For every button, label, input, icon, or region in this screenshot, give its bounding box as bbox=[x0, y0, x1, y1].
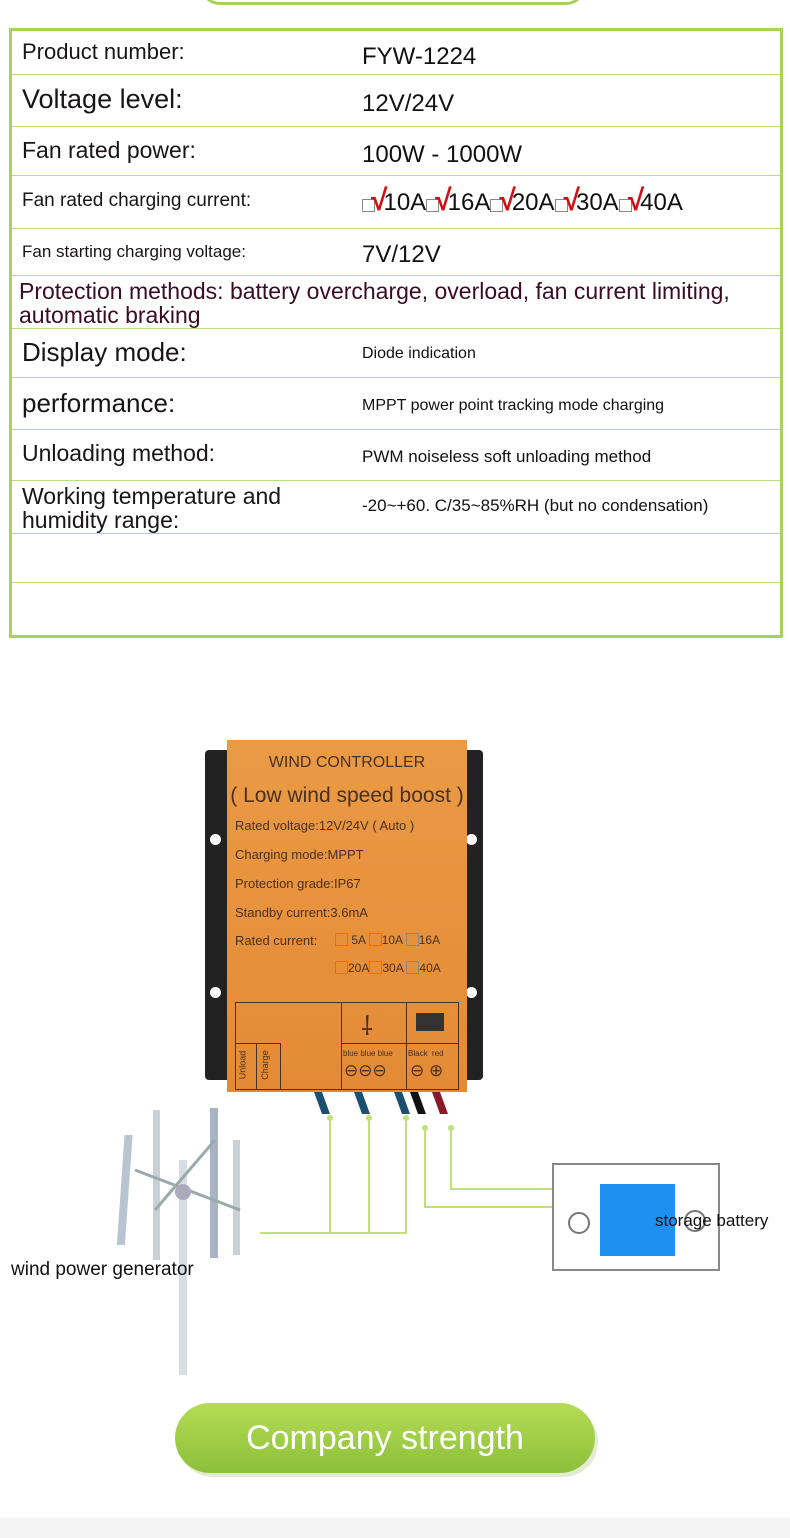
battery-image bbox=[552, 1163, 720, 1271]
option: 16A bbox=[447, 189, 491, 216]
spec-label: Fan starting charging voltage: bbox=[22, 242, 246, 261]
spec-label: Voltage level: bbox=[22, 84, 183, 114]
connection-line bbox=[368, 1118, 370, 1233]
spec-row: Product number: FYW-1224 bbox=[12, 31, 780, 75]
check-icon: √ bbox=[499, 184, 516, 217]
spec-value: MPPT power point tracking mode charging bbox=[362, 397, 665, 414]
charge-label: Charge bbox=[259, 1050, 270, 1080]
spec-row: Voltage level: 12V/24V bbox=[12, 74, 780, 127]
spec-label: Fan rated charging current: bbox=[22, 190, 252, 211]
spec-value: FYW-1224 bbox=[362, 43, 477, 70]
controller-line: Charging mode:MPPT bbox=[235, 847, 364, 862]
spec-value: 7V/12V bbox=[362, 241, 441, 268]
terminal-panel: Unload Charge ⸸ blue blue blue Black red… bbox=[235, 1002, 459, 1090]
spec-value: Diode indication bbox=[362, 345, 476, 362]
connection-line bbox=[450, 1128, 452, 1189]
controller-subtitle: ( Low wind speed boost ) bbox=[230, 784, 464, 807]
mount-hole bbox=[466, 834, 477, 845]
spec-value: -20~+60. C/35~85%RH (but no condensation… bbox=[362, 496, 709, 515]
spec-label: Fan rated power: bbox=[22, 137, 196, 163]
wire bbox=[353, 1092, 371, 1114]
check-icon: √ bbox=[371, 184, 388, 217]
option: 40A bbox=[640, 189, 683, 216]
wire bbox=[313, 1092, 331, 1114]
spec-row: Working temperature and humidity range: … bbox=[12, 481, 780, 534]
spec-value: PWM noiseless soft unloading method bbox=[362, 447, 652, 466]
terminals: ⊖ ⊕ bbox=[410, 1061, 444, 1080]
mount-hole bbox=[210, 834, 221, 845]
wind-controller-image: WIND CONTROLLER ( Low wind speed boost )… bbox=[227, 740, 467, 1092]
connection-line bbox=[424, 1128, 426, 1207]
spec-label: Protection methods: battery overcharge, … bbox=[19, 278, 730, 328]
check-icon: √ bbox=[627, 184, 645, 217]
spec-row: Display mode: Diode indication bbox=[12, 329, 780, 378]
controller-line: Rated voltage:12V/24V ( Auto ) bbox=[235, 818, 415, 833]
spec-value: 12V/24V bbox=[362, 90, 455, 117]
unload-label: Unload bbox=[237, 1050, 248, 1080]
connection-line bbox=[450, 1188, 554, 1190]
battery-icon bbox=[416, 1013, 444, 1031]
wire bbox=[393, 1092, 411, 1114]
controller-line: Standby current:3.6mA bbox=[235, 905, 368, 920]
spec-value: 100W - 1000W bbox=[362, 141, 523, 168]
controller-line: Rated current: bbox=[235, 933, 318, 948]
spec-row-empty bbox=[12, 534, 780, 583]
generator-label: wind power generator bbox=[11, 1259, 194, 1280]
spec-label: Product number: bbox=[22, 39, 185, 64]
rated-options: 5A 10A 16A bbox=[335, 933, 440, 947]
battery-label: storage battery bbox=[655, 1211, 769, 1230]
terminals: ⊖⊖⊖ bbox=[344, 1061, 387, 1080]
wire-labels: blue blue blue bbox=[343, 1049, 393, 1058]
spec-row: Fan starting charging voltage: 7V/12V bbox=[12, 229, 780, 276]
controller-line: Protection grade:IP67 bbox=[235, 876, 361, 891]
spec-label: performance: bbox=[22, 388, 176, 418]
option: 10A bbox=[383, 189, 427, 216]
spec-label: Display mode: bbox=[22, 337, 187, 367]
top-tab-decoration bbox=[200, 0, 586, 5]
spec-row: performance: MPPT power point tracking m… bbox=[12, 378, 780, 430]
connection-line bbox=[260, 1232, 407, 1234]
company-strength-button[interactable]: Company strength bbox=[175, 1403, 595, 1473]
connection-line bbox=[424, 1206, 554, 1208]
spec-table: Product number: FYW-1224 Voltage level: … bbox=[9, 28, 783, 638]
mount-hole bbox=[210, 987, 221, 998]
spec-label: Unloading method: bbox=[22, 440, 216, 466]
wind-turbine-image bbox=[116, 1108, 241, 1375]
connection-line bbox=[329, 1118, 331, 1233]
wire bbox=[431, 1092, 449, 1114]
option: 20A bbox=[511, 189, 555, 216]
turbine-icon: ⸸ bbox=[361, 1011, 374, 1041]
wire-labels: Black red bbox=[408, 1049, 444, 1058]
spec-row: Protection methods: battery overcharge, … bbox=[12, 276, 780, 329]
spec-label: Working temperature and humidity range: bbox=[22, 483, 282, 533]
connection-line bbox=[405, 1118, 407, 1233]
option: 30A bbox=[575, 189, 619, 216]
spec-row: Unloading method: PWM noiseless soft unl… bbox=[12, 430, 780, 481]
current-options: √10A√16A√20A√30A√40A bbox=[362, 184, 683, 218]
wire bbox=[409, 1092, 427, 1114]
controller-title: WIND CONTROLLER bbox=[268, 754, 426, 771]
mount-hole bbox=[466, 987, 477, 998]
check-icon: √ bbox=[563, 184, 580, 217]
check-icon: √ bbox=[435, 184, 452, 217]
spec-row: Fan rated charging current: √10A√16A√20A… bbox=[12, 176, 780, 229]
spec-row: Fan rated power: 100W - 1000W bbox=[12, 127, 780, 176]
